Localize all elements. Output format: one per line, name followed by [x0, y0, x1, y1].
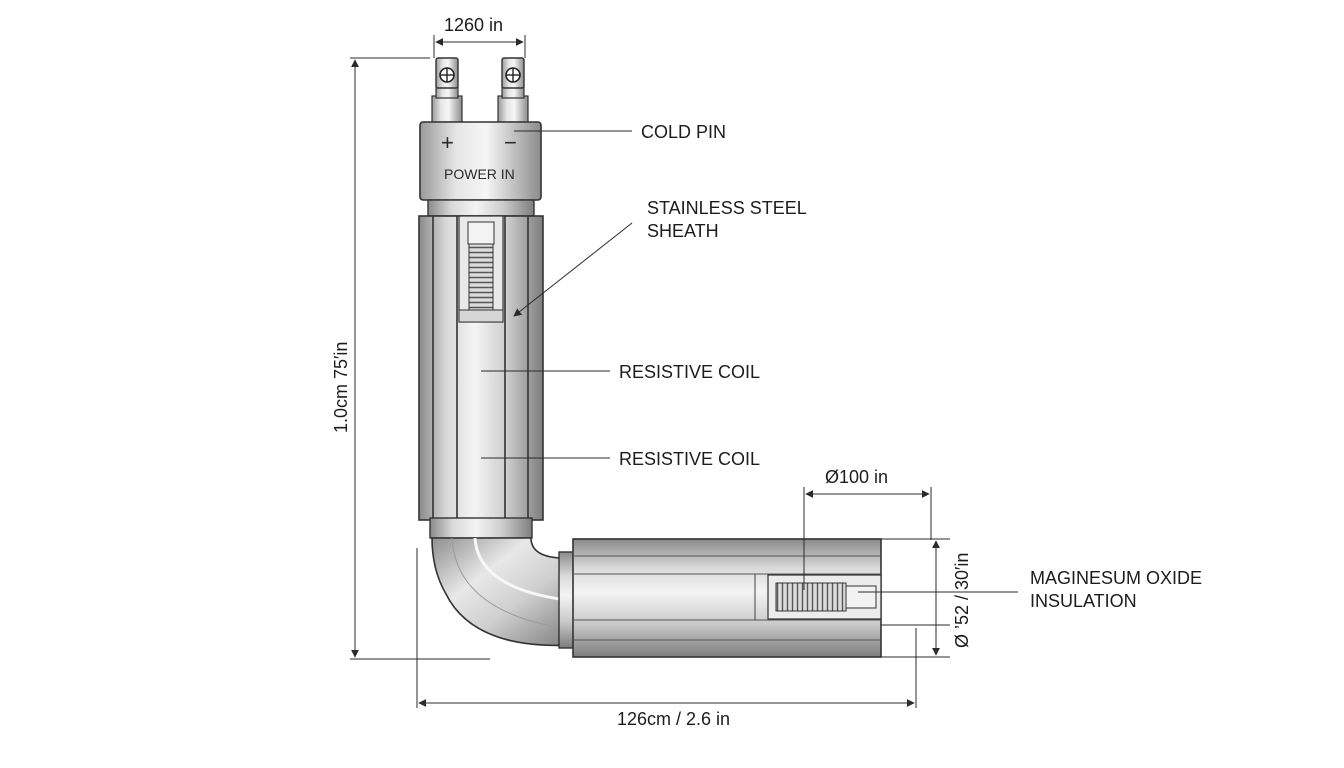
height-dimension: 1.0cm 75′in	[331, 342, 351, 433]
elbow-bend	[431, 537, 574, 647]
diameter-dimension: Ø100 in	[825, 467, 888, 487]
coil-label-2: RESISTIVE COIL	[619, 449, 760, 469]
cold-pin-label: COLD PIN	[641, 122, 726, 142]
plus-sign: +	[441, 130, 454, 155]
coil-label-1: RESISTIVE COIL	[619, 362, 760, 382]
top-dimension-line	[433, 35, 526, 58]
terminal-pin-negative	[497, 57, 529, 123]
sheath-label-line1: STAINLESS STEEL	[647, 198, 807, 218]
sheath-leader	[513, 222, 633, 317]
terminal-pin-positive	[431, 57, 463, 123]
top-dimension: 1260 in	[444, 15, 503, 35]
vertical-sheath	[418, 215, 544, 539]
insulation-label-line1: MAGINESUM OXIDE	[1030, 568, 1202, 588]
bottom-dimension: 126cm / 2.6 in	[617, 709, 730, 729]
power-head: + − POWER IN	[419, 121, 542, 217]
height-dimension-line	[350, 57, 490, 660]
bottom-dimension-line	[416, 548, 917, 708]
sheath-label-line2: SHEATH	[647, 221, 719, 241]
minus-sign: −	[504, 130, 517, 155]
insulation-label-line2: INSULATION	[1030, 591, 1137, 611]
diameter-dimension-line	[803, 487, 932, 590]
power-in-label: POWER IN	[444, 166, 515, 182]
side-dimension-line	[881, 538, 950, 658]
horizontal-sheath	[558, 538, 882, 658]
side-dimension: Ø ’52 / 30′in	[952, 553, 972, 648]
